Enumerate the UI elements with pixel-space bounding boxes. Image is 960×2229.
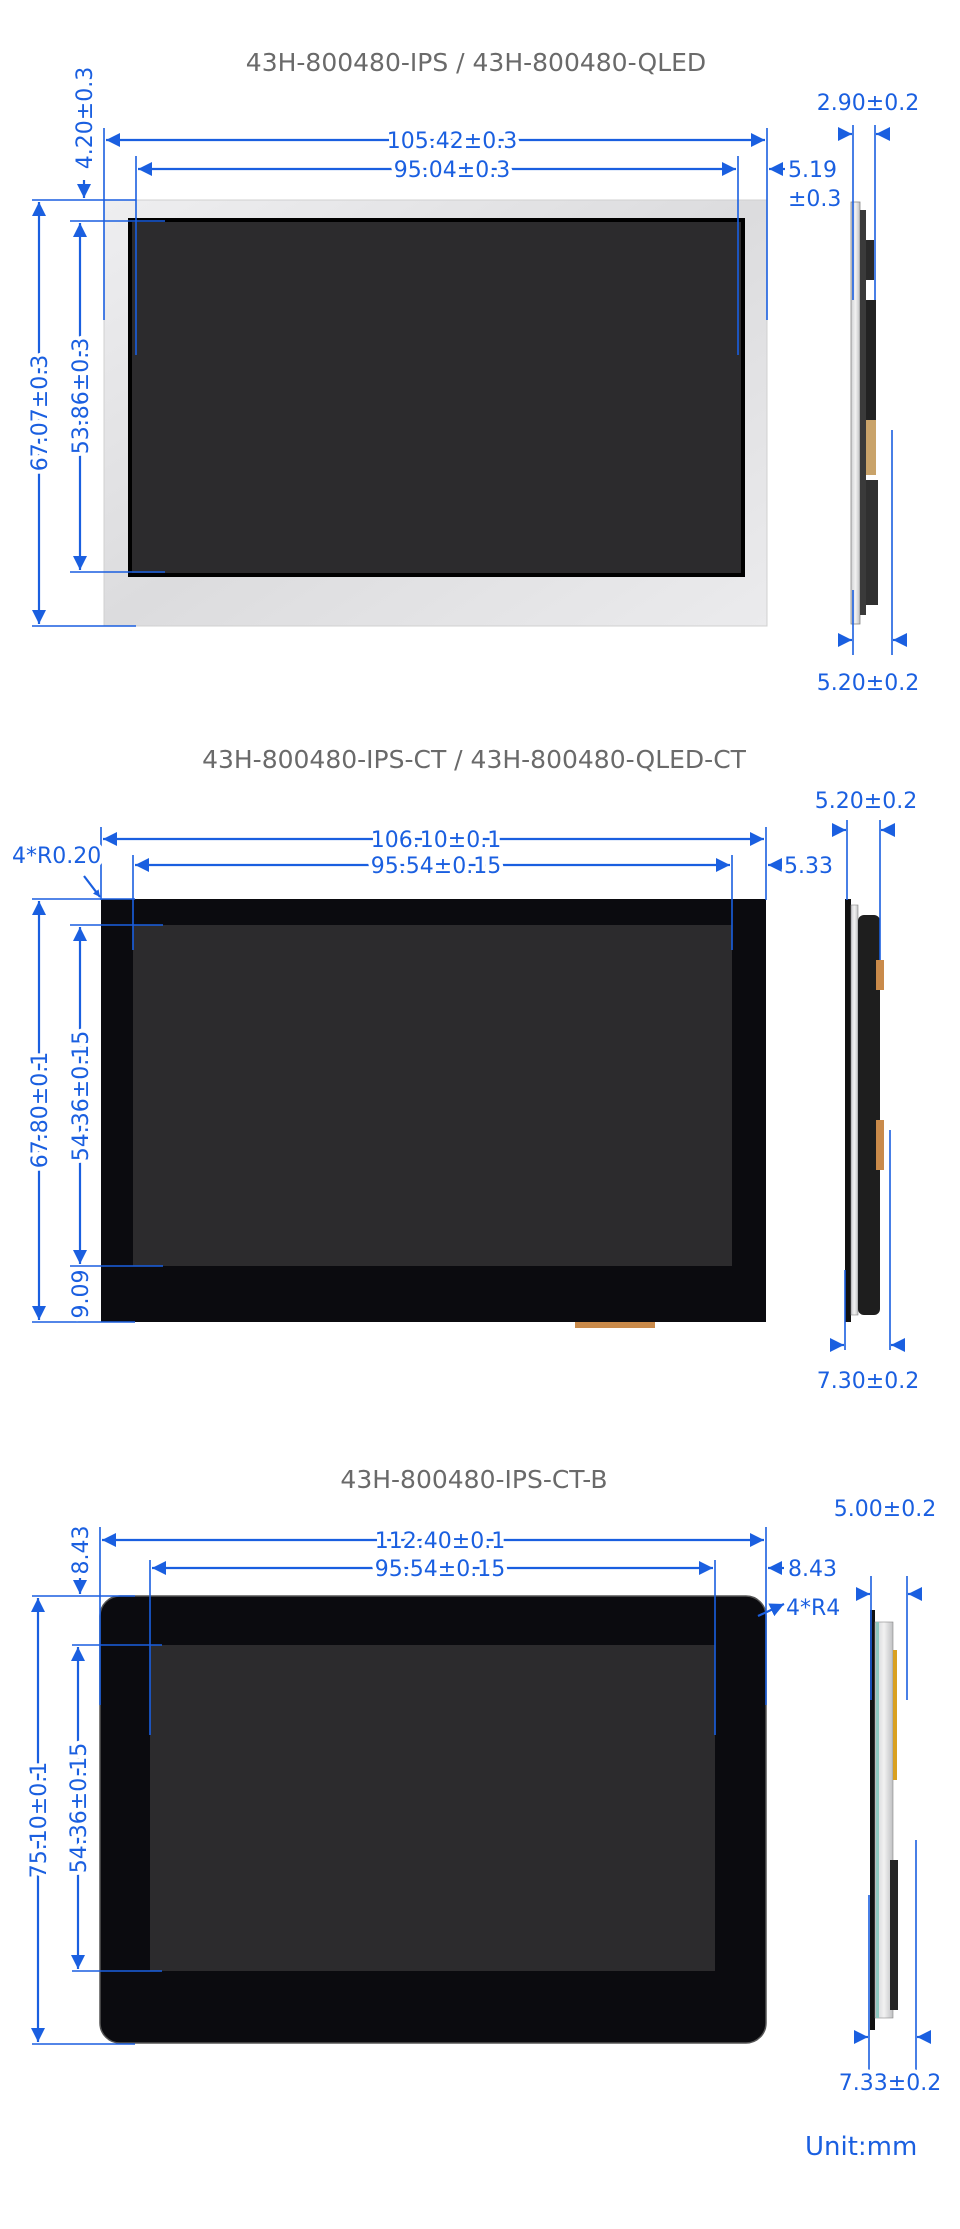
corner-radius-leader [757,1603,785,1617]
side-view [854,1576,931,2088]
side-thickness-bottom-label: 5.20±0.2 [817,671,919,696]
side-view [838,125,907,655]
side-view [830,820,905,1352]
right-margin-label: 5.33 [784,854,833,879]
right-margin-label: 8.43 [788,1557,837,1582]
side-thickness-top-label: 5.00±0.2 [834,1497,936,1522]
unit-label: Unit:mm [805,2132,917,2162]
section-title: 43H-800480-IPS-CT-B [340,1465,607,1494]
outer-width-label: 112.40±0.1 [375,1529,505,1554]
display-screen [150,1645,715,1971]
extension-lines [32,128,768,627]
side-thickness-bottom-label: 7.33±0.2 [839,2071,941,2096]
corner-radius-leader [83,875,101,898]
outer-height-label: 67.80±0.1 [28,1052,53,1168]
section-ips-qled: 43H-800480-IPS / 43H-800480-QLED 105.42±… [24,48,923,700]
active-height-label: 53.86±0.3 [69,338,94,454]
side-thickness-top-label: 5.20±0.2 [815,789,917,814]
active-width-label: 95.54±0.15 [375,1557,505,1582]
active-width-label: 95.54±0.15 [371,854,501,879]
section-ips-qled-ct: 43H-800480-IPS-CT / 43H-800480-QLED-CT 1… [8,745,923,1398]
top-margin-label: 8.43 [69,1526,94,1575]
top-margin-label: 4.20±0.3 [73,67,98,169]
corner-radius-label: 4*R4 [786,1596,840,1621]
corner-radius-label: 4*R0.20 [12,844,101,869]
active-width-label: 95.04±0.3 [394,158,510,183]
outer-width-label: 106.10±0.1 [371,828,501,853]
outer-height-label: 67.07±0.3 [28,355,53,471]
side-thickness-top-label: 2.90±0.2 [817,91,919,116]
section-title: 43H-800480-IPS-CT / 43H-800480-QLED-CT [202,745,747,774]
display-screen [133,925,732,1266]
section-title: 43H-800480-IPS / 43H-800480-QLED [246,48,706,77]
side-thickness-bottom-label: 7.30±0.2 [817,1369,919,1394]
active-height-label: 54.36±0.15 [69,1031,94,1161]
extension-lines [32,1527,767,2045]
outer-width-label: 105.42±0.3 [387,129,517,154]
right-margin-tolerance: ±0.3 [788,187,841,212]
active-height-label: 54.36±0.15 [67,1743,92,1873]
bottom-margin-label: 9.09 [69,1270,94,1319]
extension-lines [32,827,767,1323]
display-screen [128,218,745,577]
right-margin-value: 5.19 [788,158,837,183]
outer-height-label: 75.10±0.1 [27,1762,52,1878]
section-ips-ct-b: 43H-800480-IPS-CT-B 112.40±0.1 95.54±0.1… [23,1465,945,2100]
fpc-connector [575,1322,655,1328]
